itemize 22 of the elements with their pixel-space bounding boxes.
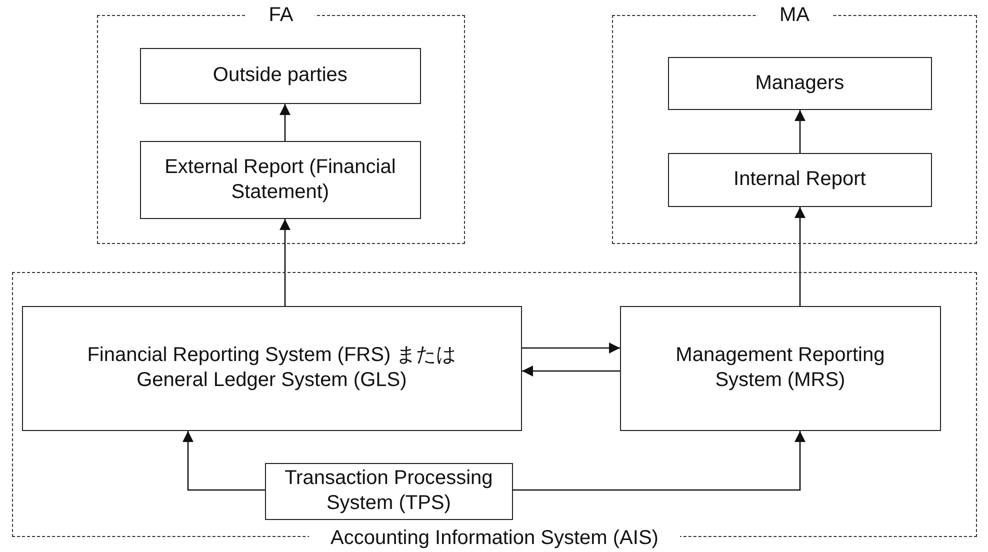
box-label: Transaction Processing System (TPS) xyxy=(284,466,494,516)
box-label: Outside parties xyxy=(212,63,348,88)
box-label: Managers xyxy=(755,70,844,96)
arrow xyxy=(182,431,265,491)
arrow xyxy=(794,207,806,306)
process-box xyxy=(140,140,421,219)
box-label: Management Reporting System (MRS) xyxy=(674,343,886,394)
box-label: Financial Reporting System (FRS) または General Ledger System (GLS) xyxy=(86,343,458,394)
arrow xyxy=(513,431,806,491)
arrow xyxy=(522,366,620,376)
arrow xyxy=(280,104,290,141)
arrow xyxy=(522,342,620,354)
process-box xyxy=(668,56,932,110)
process-box xyxy=(620,306,941,431)
process-box xyxy=(22,306,522,431)
box-label: External Report (Financial Statement) xyxy=(164,154,397,205)
process-box xyxy=(264,462,513,520)
process-box xyxy=(668,152,932,207)
box-label: Internal Report xyxy=(734,167,866,192)
process-box xyxy=(140,48,421,104)
arrow xyxy=(280,219,290,306)
arrow xyxy=(794,110,806,153)
